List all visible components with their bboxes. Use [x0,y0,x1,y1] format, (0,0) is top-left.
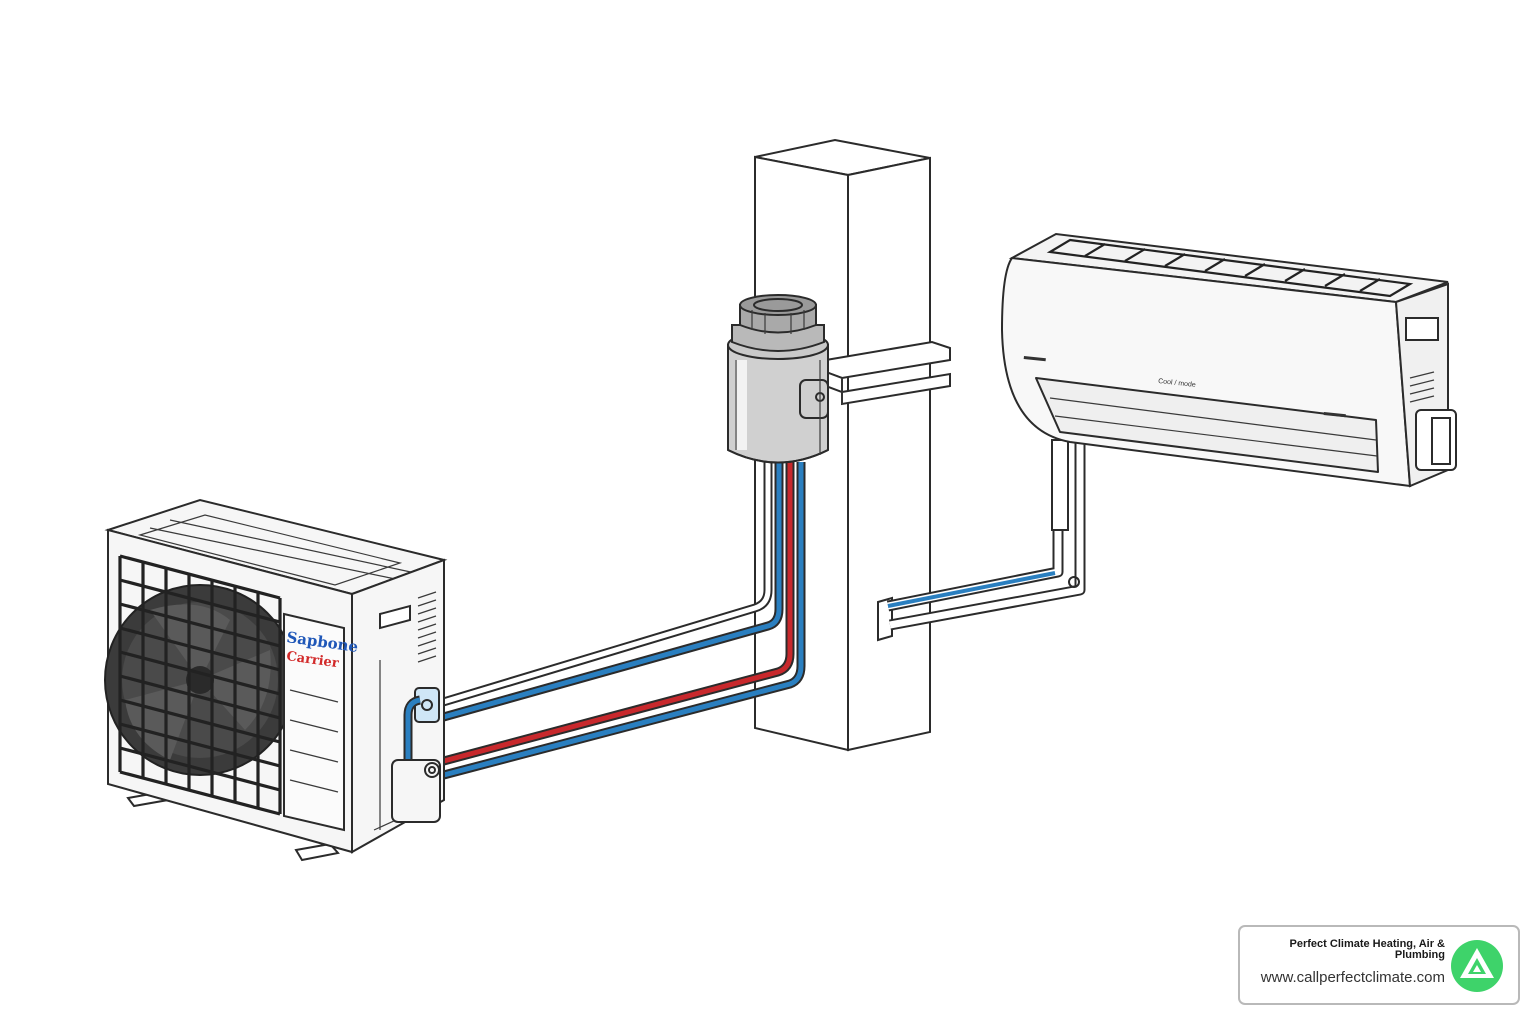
outdoor-condenser-unit: Sapbone Carrier [104,498,448,862]
company-url[interactable]: www.callperfectclimate.com [1260,969,1445,986]
indoor-suction-line [887,571,1056,608]
filter-drier-canister [727,294,829,464]
liquid-line [439,462,793,765]
indoor-wall-unit: Cool / mode [1000,232,1457,488]
line-set [438,460,806,781]
outdoor-brand-line2: Carrier [285,649,339,671]
company-badge[interactable]: Perfect Climate Heating, Air & Plumbing … [1238,925,1520,1005]
indoor-line-set [877,430,1086,642]
company-name: Perfect Climate Heating, Air & Plumbing [1289,938,1445,961]
triangle-logo-icon [1451,940,1503,992]
indoor-unit-label: Cool / mode [1158,378,1196,389]
return-line [439,462,804,779]
column-bracket [825,340,951,406]
suction-line [439,460,782,721]
